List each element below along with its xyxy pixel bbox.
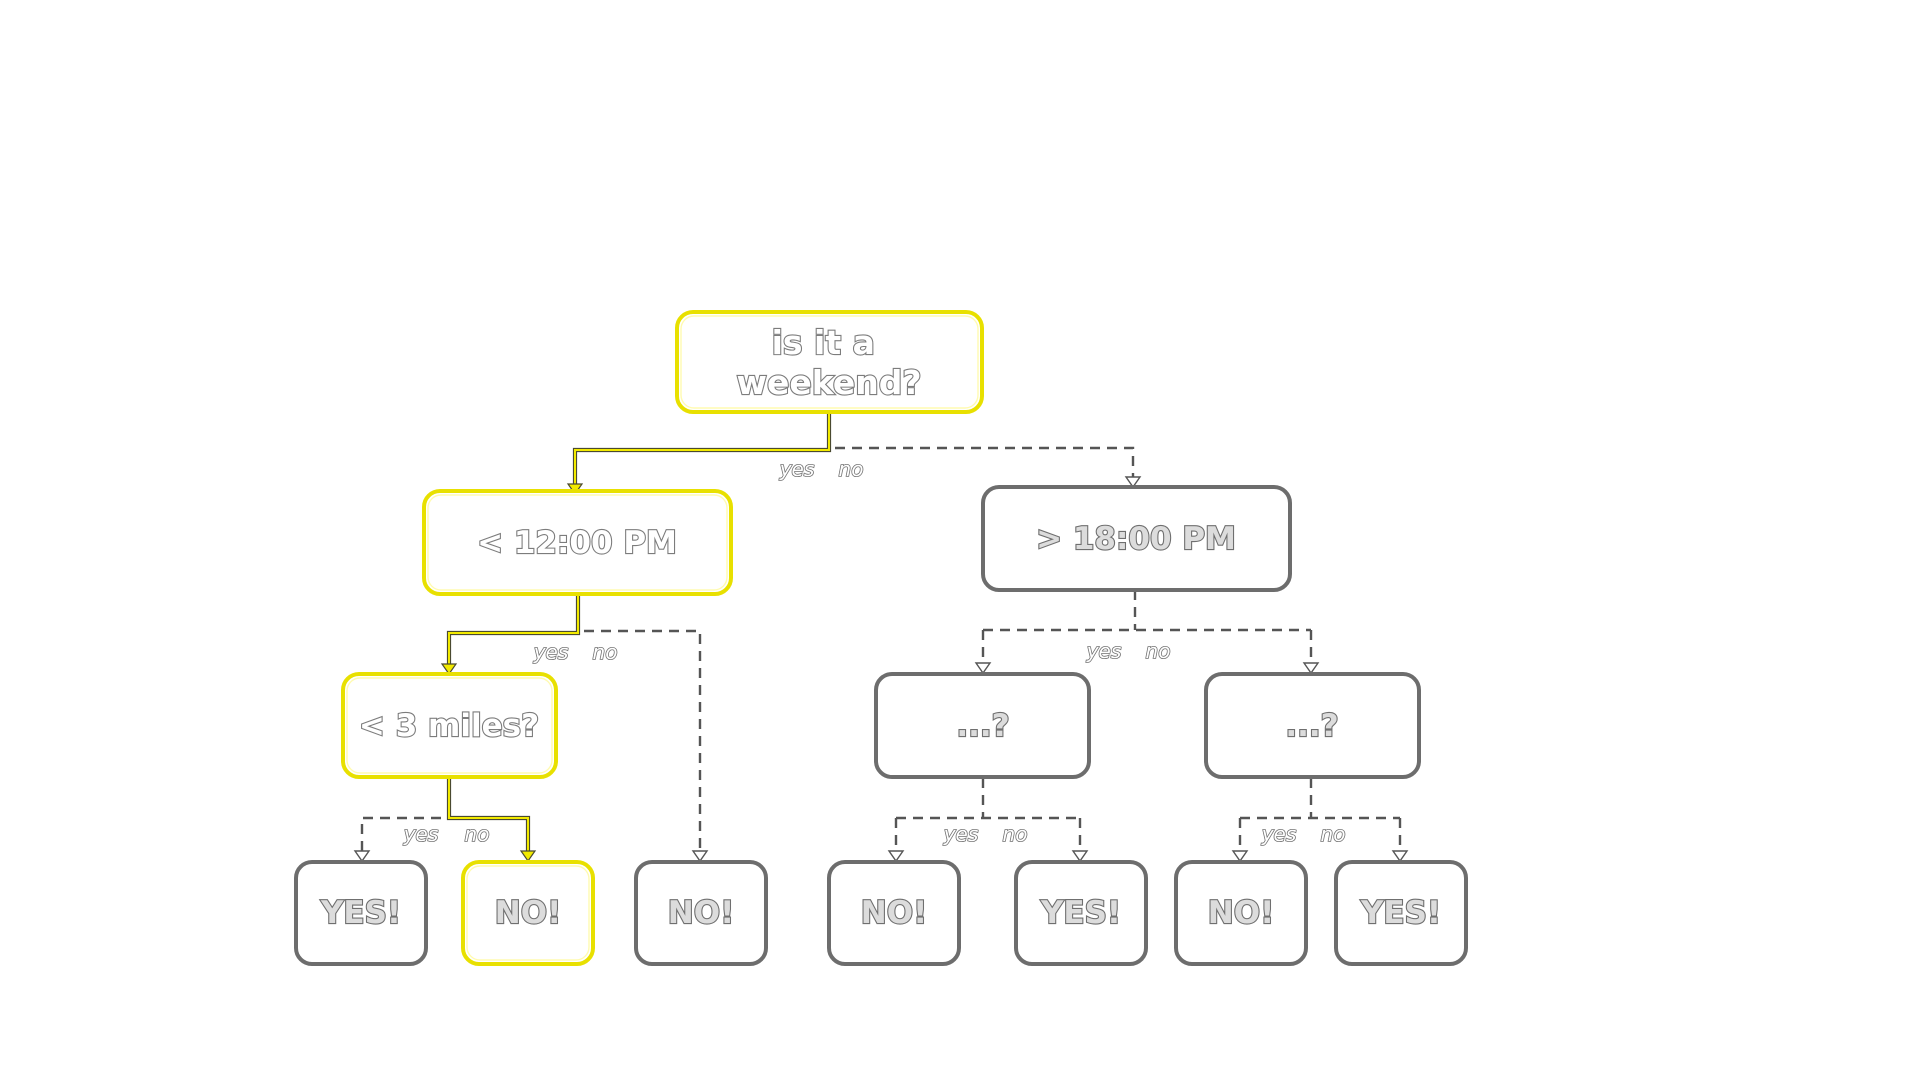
edge-before-noon-no [584, 629, 709, 863]
branch-label-yes: yes [1261, 822, 1297, 846]
node-label: < 12:00 PM [477, 525, 677, 561]
branch-label-yes: yes [779, 457, 815, 481]
branch-labels: yes no yes no yes no yes no yes no yes n… [402, 456, 1346, 847]
node-q-left: ...? [874, 672, 1091, 779]
node-label-line-2: weekend? [737, 363, 922, 402]
node-label: NO! [1208, 895, 1274, 931]
node-label-line-1: is it a [772, 323, 875, 362]
branch-label-no: no [593, 640, 618, 664]
branch-label-yes: yes [943, 822, 979, 846]
branch-label-yes: yes [403, 822, 439, 846]
arrow-head [1302, 662, 1320, 675]
node-label: NO! [861, 895, 927, 931]
node-label: ...? [956, 708, 1009, 744]
node-q-right: ...? [1204, 672, 1421, 779]
node-under-3-miles: < 3 miles? [341, 672, 558, 779]
arrow-head [974, 662, 992, 675]
edge-root-yes [566, 413, 832, 496]
edge-q-left [887, 778, 1089, 863]
arrow-head [353, 850, 371, 863]
branch-label-no: no [839, 457, 864, 481]
arrow-head [519, 850, 537, 863]
leaf-node-no: NO! [634, 860, 768, 966]
edge-root-no [835, 446, 1142, 489]
node-before-noon: < 12:00 PM [422, 489, 733, 596]
edge-under-3-miles-yes [353, 816, 441, 863]
branch-label-no: no [1146, 639, 1171, 663]
node-label: < 3 miles? [359, 708, 539, 744]
node-label: NO! [495, 895, 561, 931]
arrow-head [1231, 850, 1249, 863]
leaf-node-yes: YES! [294, 860, 428, 966]
leaf-node-yes: YES! [1014, 860, 1148, 966]
node-root: is it a weekend? [675, 310, 984, 414]
edge-q-right [1231, 778, 1409, 863]
edge-after-six [974, 590, 1320, 675]
arrow-head [1391, 850, 1409, 863]
leaf-node-no-highlighted: NO! [461, 860, 595, 966]
node-label: YES! [1040, 895, 1121, 931]
node-after-six: > 18:00 PM [981, 485, 1292, 592]
leaf-node-yes: YES! [1334, 860, 1468, 966]
leaf-node-no: NO! [827, 860, 961, 966]
branch-label-no: no [1321, 822, 1346, 846]
branch-label-no: no [465, 822, 490, 846]
node-label: YES! [1360, 895, 1441, 931]
edge-under-3-miles-no [446, 778, 537, 863]
branch-label-yes: yes [1086, 639, 1122, 663]
node-label: > 18:00 PM [1036, 521, 1236, 557]
edges [353, 413, 1409, 863]
leaf-node-no: NO! [1174, 860, 1308, 966]
node-label: NO! [668, 895, 734, 931]
node-label: ...? [1285, 708, 1338, 744]
nodes: is it a weekend? < 12:00 PM > 18:00 PM <… [294, 310, 1468, 966]
edge-before-noon-yes [440, 596, 581, 676]
arrow-head [691, 850, 709, 863]
arrow-head [1071, 850, 1089, 863]
arrow-head [440, 663, 458, 676]
branch-label-yes: yes [533, 640, 569, 664]
branch-label-no: no [1003, 822, 1028, 846]
arrow-head [1124, 476, 1142, 489]
arrow-head [887, 850, 905, 863]
node-label: YES! [320, 895, 401, 931]
node-label: is it a weekend? [737, 323, 922, 402]
